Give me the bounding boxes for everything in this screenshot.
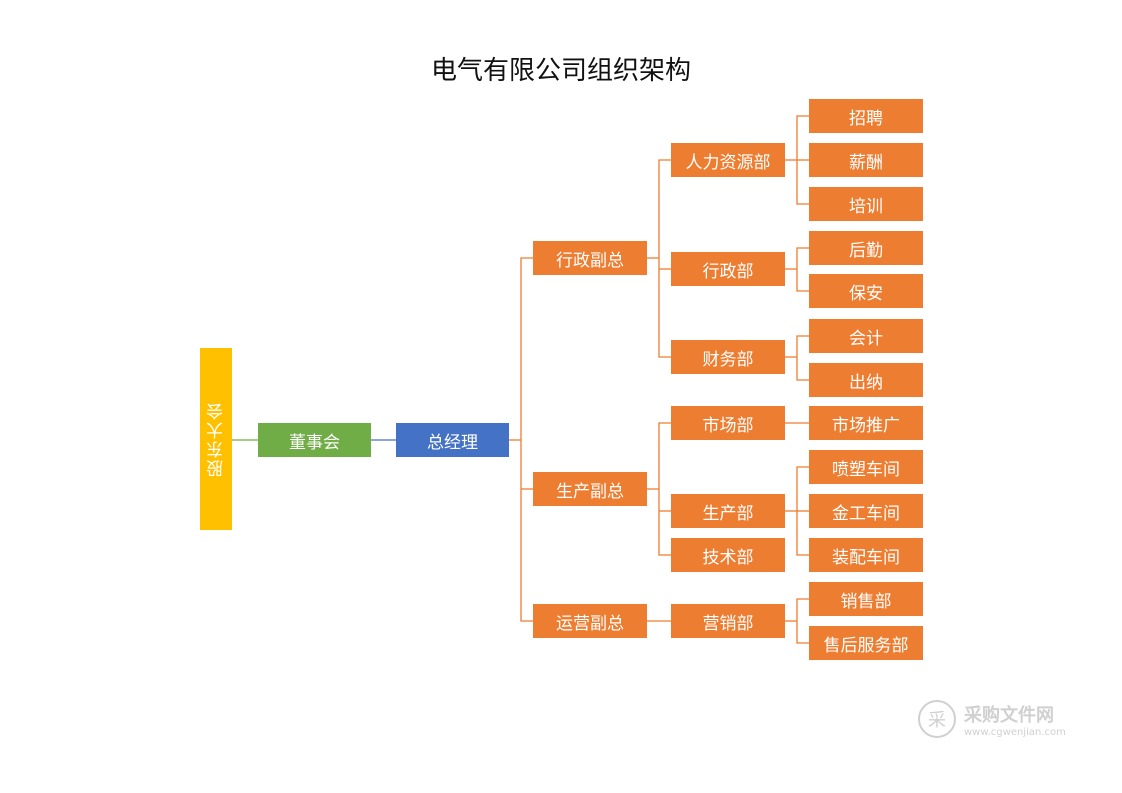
node-security: 保安 bbox=[809, 274, 923, 308]
node-shareholders: 股东大会 bbox=[200, 348, 232, 530]
node-salary: 薪酬 bbox=[809, 143, 923, 177]
node-aftersales-dept: 售后服务部 bbox=[809, 626, 923, 660]
node-tech-dept: 技术部 bbox=[671, 538, 785, 572]
watermark-logo-icon: 采 bbox=[918, 700, 956, 738]
node-hr-dept: 人力资源部 bbox=[671, 143, 785, 177]
node-vp-operations: 运营副总 bbox=[533, 604, 647, 638]
node-market-dept: 市场部 bbox=[671, 406, 785, 440]
node-training: 培训 bbox=[809, 187, 923, 221]
node-finance-dept: 财务部 bbox=[671, 340, 785, 374]
watermark: 采 采购文件网 www.cgwenjian.com bbox=[918, 700, 1066, 738]
node-recruit: 招聘 bbox=[809, 99, 923, 133]
watermark-url: www.cgwenjian.com bbox=[964, 726, 1066, 738]
node-shareholders-label: 股东大会 bbox=[206, 401, 227, 477]
node-vp-production: 生产副总 bbox=[533, 472, 647, 506]
node-general-manager: 总经理 bbox=[396, 423, 509, 457]
chart-title: 电气有限公司组织架构 bbox=[430, 56, 691, 86]
node-vp-admin: 行政副总 bbox=[533, 241, 647, 275]
node-admin-dept: 行政部 bbox=[671, 252, 785, 286]
node-logistics: 后勤 bbox=[809, 231, 923, 265]
node-board: 董事会 bbox=[258, 423, 371, 457]
node-metalwork-workshop: 金工车间 bbox=[809, 494, 923, 528]
node-promotion: 市场推广 bbox=[809, 406, 923, 440]
node-spray-workshop: 喷塑车间 bbox=[809, 450, 923, 484]
watermark-name: 采购文件网 bbox=[964, 704, 1054, 726]
node-accounting: 会计 bbox=[809, 319, 923, 353]
node-assembly-workshop: 装配车间 bbox=[809, 538, 923, 572]
node-cashier: 出纳 bbox=[809, 363, 923, 397]
node-sales-dept: 销售部 bbox=[809, 582, 923, 616]
node-production-dept: 生产部 bbox=[671, 494, 785, 528]
node-marketing-dept: 营销部 bbox=[671, 604, 785, 638]
